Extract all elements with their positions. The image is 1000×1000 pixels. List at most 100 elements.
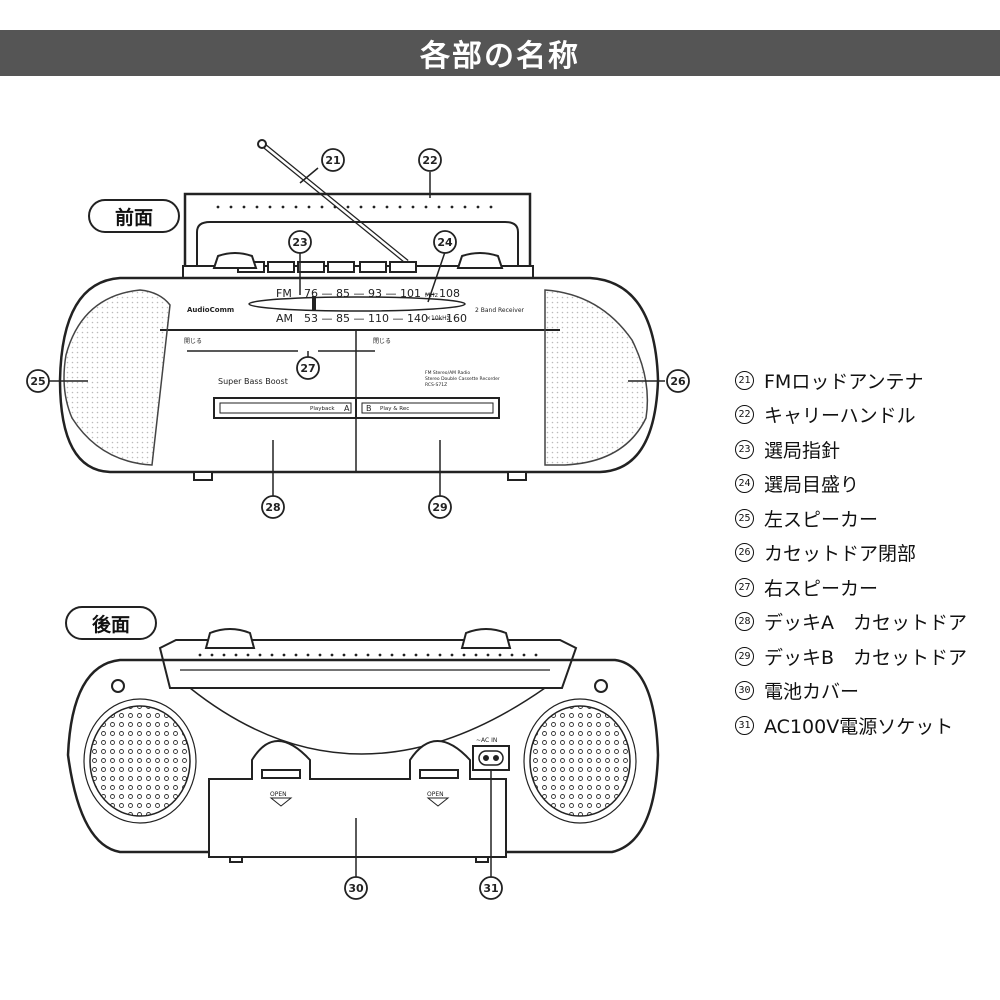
vent-dot bbox=[307, 205, 311, 209]
legend-number: 25 bbox=[735, 508, 754, 528]
vent-dot bbox=[510, 653, 514, 657]
legend-item: 29 デッキB カセットドア bbox=[735, 639, 967, 674]
spec-line-3: RCS-S71Z bbox=[425, 382, 447, 388]
vent-dot bbox=[534, 653, 538, 657]
vent-dot bbox=[282, 653, 286, 657]
back-view bbox=[66, 628, 660, 877]
legend-label: AC100V電源ソケット bbox=[764, 715, 954, 738]
vent-dot bbox=[438, 653, 442, 657]
vent-dot bbox=[402, 653, 406, 657]
vent-dot bbox=[424, 205, 428, 209]
open-left-label: OPEN bbox=[270, 791, 287, 798]
vent-dot bbox=[366, 653, 370, 657]
vent-dot bbox=[522, 653, 526, 657]
legend-number: 31 bbox=[735, 715, 754, 735]
legend-number: 22 bbox=[735, 405, 754, 425]
vent-dot bbox=[281, 205, 285, 209]
legend-number: 29 bbox=[735, 646, 754, 666]
fm-scale: 76 — 85 — 93 — 101 — 108 bbox=[304, 287, 460, 300]
ac-in-label: ~AC IN bbox=[476, 737, 497, 744]
legend-item: 31 AC100V電源ソケット bbox=[735, 708, 967, 743]
am-unit: ×10kHz bbox=[426, 315, 450, 322]
legend-label: デッキA カセットドア bbox=[764, 612, 967, 635]
tuning-window bbox=[248, 296, 466, 312]
back-left-knob bbox=[204, 628, 256, 649]
back-left-speaker bbox=[89, 705, 191, 817]
vent-dot bbox=[333, 205, 337, 209]
vent-dot bbox=[474, 653, 478, 657]
vent-dot bbox=[210, 653, 214, 657]
vent-dot bbox=[359, 205, 363, 209]
legend-label: 右スピーカー bbox=[764, 577, 879, 600]
svg-text:24: 24 bbox=[437, 236, 453, 249]
vent-dot bbox=[486, 653, 490, 657]
vent-dot bbox=[426, 653, 430, 657]
vent-dot bbox=[476, 205, 480, 209]
front-panel-text: AudioComm 2 Band Receiver FM 76 — 85 — 9… bbox=[184, 287, 525, 413]
fm-antenna bbox=[257, 139, 409, 264]
vent-dot bbox=[242, 205, 246, 209]
svg-text:26: 26 bbox=[670, 375, 686, 388]
legend-item: 21 FMロッドアンテナ bbox=[735, 363, 967, 398]
callout-31: 31 bbox=[479, 876, 503, 900]
legend-number: 21 bbox=[735, 370, 754, 390]
am-scale: 53 — 85 — 110 — 140 — 160 bbox=[304, 312, 467, 325]
legend-label: デッキB カセットドア bbox=[764, 646, 968, 669]
open-right-label: OPEN bbox=[427, 791, 444, 798]
bass-label: Super Bass Boost bbox=[218, 377, 288, 386]
callout-21: 21 bbox=[321, 148, 345, 172]
fm-unit: MHz bbox=[425, 292, 438, 299]
vent-dot bbox=[390, 653, 394, 657]
svg-text:27: 27 bbox=[300, 362, 315, 375]
vent-dot bbox=[462, 653, 466, 657]
back-right-knob bbox=[460, 628, 512, 649]
back-body bbox=[66, 658, 660, 854]
vent-dot bbox=[450, 653, 454, 657]
left-speaker bbox=[63, 289, 171, 466]
deck-a-label: A bbox=[344, 404, 350, 413]
callout-24: 24 bbox=[433, 230, 457, 254]
vent-dot bbox=[346, 205, 350, 209]
vent-dot bbox=[222, 653, 226, 657]
callout-25: 25 bbox=[26, 369, 50, 393]
carry-handle bbox=[183, 192, 532, 268]
title-bar: 各部の名称 bbox=[0, 30, 1000, 76]
front-view bbox=[44, 139, 665, 496]
vent-dot bbox=[234, 653, 238, 657]
back-panel-text: OPEN OPEN ~AC IN bbox=[270, 737, 497, 798]
vent-dot bbox=[294, 205, 298, 209]
vent-dot bbox=[385, 205, 389, 209]
svg-text:23: 23 bbox=[292, 236, 307, 249]
vent-dot bbox=[342, 653, 346, 657]
legend-number: 24 bbox=[735, 474, 754, 494]
vent-dot bbox=[398, 205, 402, 209]
callout-28: 28 bbox=[261, 495, 285, 519]
fm-label: FM bbox=[276, 287, 292, 300]
legend-label: 選局目盛り bbox=[764, 474, 860, 497]
brand-label: AudioComm bbox=[187, 306, 234, 314]
legend-item: 24 選局目盛り bbox=[735, 467, 967, 502]
vent-dot bbox=[198, 653, 202, 657]
right-knob bbox=[456, 252, 504, 269]
vent-dot bbox=[330, 653, 334, 657]
close-label: 閉じる bbox=[373, 338, 391, 345]
callout-23: 23 bbox=[288, 230, 312, 254]
vent-dot bbox=[354, 653, 358, 657]
vent-dot bbox=[246, 653, 250, 657]
vent-dot bbox=[498, 653, 502, 657]
legend-number: 27 bbox=[735, 577, 754, 597]
front-body bbox=[58, 276, 660, 474]
vent-dot bbox=[372, 205, 376, 209]
vent-dot bbox=[450, 205, 454, 209]
front-view-label: 前面 bbox=[88, 199, 180, 233]
vent-dot bbox=[216, 205, 220, 209]
vent-dot bbox=[411, 205, 415, 209]
callout-26: 26 bbox=[666, 369, 690, 393]
legend-label: FMロッドアンテナ bbox=[764, 370, 924, 393]
front-leaders bbox=[44, 167, 665, 496]
vent-dot bbox=[414, 653, 418, 657]
